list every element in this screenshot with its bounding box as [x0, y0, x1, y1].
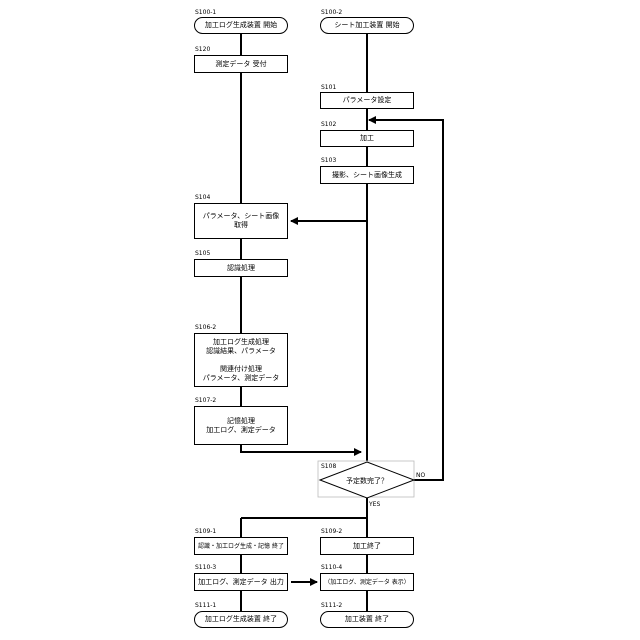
step-label: S109-2: [321, 528, 342, 535]
process-acquire-params-image: パラメータ、シート画像 取得: [194, 203, 288, 239]
node-text: 取得: [234, 221, 248, 230]
process-machining: 加工: [320, 130, 414, 147]
branch-label-no: NO: [416, 472, 425, 479]
node-text: 認識処理: [227, 264, 255, 273]
node-text: 加工: [360, 134, 374, 143]
step-label: S106-2: [195, 324, 216, 331]
node-text: 加工ログ、測定データ 出力: [198, 578, 284, 587]
process-output: 加工ログ、測定データ 出力: [194, 573, 288, 591]
node-text: パラメータ、シート画像: [203, 212, 280, 221]
node-text: 認識結果、パラメータ: [206, 347, 276, 356]
node-text: 測定データ 受付: [215, 60, 266, 69]
step-label: S109-1: [195, 528, 216, 535]
node-text: 加工ログ生成処理: [213, 338, 269, 347]
process-recognition: 認識処理: [194, 259, 288, 277]
node-text: 加工ログ生成装置 終了: [205, 615, 277, 624]
node-text: 加工装置 終了: [345, 615, 389, 624]
branch-label-yes: YES: [369, 501, 380, 508]
terminal-start-log-generator: 加工ログ生成装置 開始: [194, 17, 288, 34]
process-log-generation: 加工ログ生成処理 認識結果、パラメータ 関連付け処理 パラメータ、測定データ: [194, 333, 288, 387]
decision-text: 予定数完了？: [346, 476, 388, 485]
step-label: S100-2: [321, 9, 342, 16]
step-label: S110-4: [321, 564, 342, 571]
terminal-start-sheet-processor: シート加工装置 開始: [320, 17, 414, 34]
node-text: 認識・加工ログ生成・記憶 終了: [198, 542, 284, 551]
process-capture-image: 撮影、シート画像生成: [320, 166, 414, 184]
step-label: S102: [321, 121, 336, 128]
process-parameter-setting: パラメータ設定: [320, 92, 414, 109]
step-label: S120: [195, 46, 210, 53]
step-label: S107-2: [195, 397, 216, 404]
terminal-end-processor: 加工装置 終了: [320, 611, 414, 628]
node-text: 記憶処理: [227, 417, 255, 426]
terminal-end-log-generator: 加工ログ生成装置 終了: [194, 611, 288, 628]
step-label: S111-1: [195, 602, 216, 609]
step-label: S105: [195, 250, 210, 257]
node-text: 加工ログ、測定データ: [206, 426, 276, 435]
node-text: 関連付け処理: [220, 365, 262, 374]
node-text: 加工ログ生成装置 開始: [205, 21, 277, 30]
node-text: パラメータ、測定データ: [203, 374, 280, 383]
step-label: S110-3: [195, 564, 216, 571]
node-text: 撮影、シート画像生成: [332, 171, 402, 180]
step-label: S111-2: [321, 602, 342, 609]
process-storage: 記憶処理 加工ログ、測定データ: [194, 406, 288, 445]
node-text: 加工終了: [353, 542, 381, 551]
node-text: パラメータ設定: [343, 96, 392, 105]
process-end-machining: 加工終了: [320, 537, 414, 555]
process-receive-measurement: 測定データ 受付: [194, 55, 288, 73]
connector-to-decision: [241, 445, 361, 452]
process-display: （加工ログ、測定データ 表示）: [320, 573, 414, 591]
node-text: シート加工装置 開始: [334, 21, 399, 30]
step-label: S103: [321, 157, 336, 164]
process-end-log-processing: 認識・加工ログ生成・記憶 終了: [194, 537, 288, 555]
step-label: S104: [195, 194, 210, 201]
step-label: S100-1: [195, 9, 216, 16]
step-label: S101: [321, 84, 336, 91]
node-text: （加工ログ、測定データ 表示）: [324, 578, 410, 587]
step-label: S108: [321, 463, 336, 470]
